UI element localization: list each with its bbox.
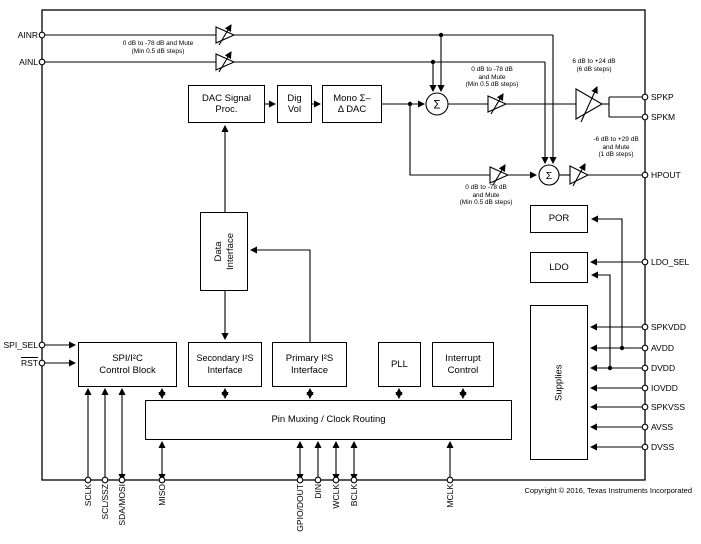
pin-avdd: AVDD <box>651 343 674 353</box>
pin-dvdd: DVDD <box>651 363 676 373</box>
mono-dac-label: Mono Σ– Δ DAC <box>333 92 371 116</box>
pin-muxing-block: Pin Muxing / Clock Routing <box>145 400 512 440</box>
spi-i2c-label: SPI/I²C Control Block <box>99 353 156 376</box>
por-block: POR <box>530 205 588 233</box>
pin-ldo-sel: LDO_SEL <box>651 257 690 267</box>
dig-vol-block: Dig Vol <box>277 85 312 123</box>
hp-attenuator-icon <box>489 164 510 186</box>
supplies-label: Supplies <box>553 364 565 401</box>
ldo-block: LDO <box>530 252 588 283</box>
junction-dot <box>438 32 444 38</box>
pin-hpout: HPOUT <box>651 170 681 180</box>
headphone-amp-icon <box>569 163 590 187</box>
pin-spkvdd: SPKVDD <box>651 322 686 332</box>
supply-wires <box>589 215 645 451</box>
pin-iovdd: IOVDD <box>651 383 678 393</box>
pin-sclk: SCLK <box>83 484 93 507</box>
pin-spkp: SPKP <box>651 92 674 102</box>
pin-rst-label: RST <box>21 358 38 368</box>
hp-atten-gain-label: 0 dB to -78 dB and Mute (Min 0.5 dB step… <box>459 184 513 207</box>
dac-chain-wires <box>265 100 576 179</box>
spk-atten-gain-label: 0 dB to -78 dB and Mute (Min 0.5 dB step… <box>465 66 519 89</box>
sigma-symbol: Σ <box>546 170 553 182</box>
copyright-notice: Copyright © 2016, Texas Instruments Inco… <box>524 486 692 495</box>
spk-attenuator-icon <box>487 93 508 115</box>
input-atten-gain-label: 0 dB to -78 dB and Mute (Min 0.5 dB step… <box>122 40 194 55</box>
supplies-block: Supplies <box>530 305 588 460</box>
control-wires <box>42 341 77 367</box>
pin-gpio-dout: GPIO/DOUT <box>295 484 305 532</box>
dac-signal-proc-block: DAC Signal Proc. <box>188 85 265 123</box>
pin-dvss: DVSS <box>651 442 675 452</box>
ainl-attenuator-icon <box>215 51 236 73</box>
pin-miso: MISO <box>157 484 167 506</box>
interrupt-control-label: Interrupt Control <box>445 353 481 376</box>
primary-i2s-block: Primary I²S Interface <box>272 342 347 387</box>
spi-i2c-control-block: SPI/I²C Control Block <box>78 342 177 387</box>
pin-spkvss: SPKVSS <box>651 402 686 412</box>
chip-boundary <box>41 9 646 481</box>
mono-dac-block: Mono Σ– Δ DAC <box>322 85 382 123</box>
pll-label: PLL <box>391 358 408 370</box>
hp-amp-gain-label: -6 dB to +29 dB and Mute (1 dB steps) <box>593 136 639 159</box>
pin-avss: AVSS <box>651 422 674 432</box>
pin-ainl: AINL <box>19 57 38 67</box>
secondary-i2s-label: Secondary I²S Interface <box>196 353 254 375</box>
pll-block: PLL <box>378 342 421 387</box>
ainr-attenuator-icon <box>215 24 236 46</box>
pin-wclk: WCLK <box>331 484 341 509</box>
primary-i2s-label: Primary I²S Interface <box>285 353 334 376</box>
pin-terminals <box>38 31 649 484</box>
data-interface-label: Data Interface <box>212 233 236 270</box>
input-wires <box>42 32 557 165</box>
speaker-summer-icon: Σ <box>425 92 449 116</box>
pin-sda-mosi: SDA/MOSI <box>117 484 127 526</box>
spk-amp-gain-label: 6 dB to +24 dB (6 dB steps) <box>572 58 616 73</box>
data-interface-wires <box>221 124 311 342</box>
dac-signal-proc-label: DAC Signal Proc. <box>201 92 252 116</box>
secondary-i2s-block: Secondary I²S Interface <box>188 342 262 387</box>
pin-muxing-label: Pin Muxing / Clock Routing <box>271 414 386 426</box>
mux-connectors <box>158 387 467 400</box>
dig-vol-label: Dig Vol <box>287 92 302 116</box>
speaker-amp-icon <box>575 86 604 123</box>
pin-spi-sel: SPI_SEL <box>3 340 39 350</box>
ldo-label: LDO <box>549 261 569 273</box>
pin-scl-ssz: SCL/SSZ <box>100 484 110 520</box>
pin-ainr: AINR <box>17 30 38 40</box>
headphone-summer-icon: Σ <box>538 164 560 186</box>
bottom-pin-wires <box>84 387 454 482</box>
interrupt-control-block: Interrupt Control <box>432 342 494 387</box>
pin-din: DIN <box>313 484 323 499</box>
data-interface-block: Data Interface <box>200 212 248 291</box>
pin-rst: RST <box>0 358 38 370</box>
output-wires <box>588 96 645 176</box>
sigma-symbol: Σ <box>433 100 440 112</box>
por-label: POR <box>548 213 570 225</box>
pin-spkm: SPKM <box>651 112 676 122</box>
junction-dot <box>430 59 436 65</box>
